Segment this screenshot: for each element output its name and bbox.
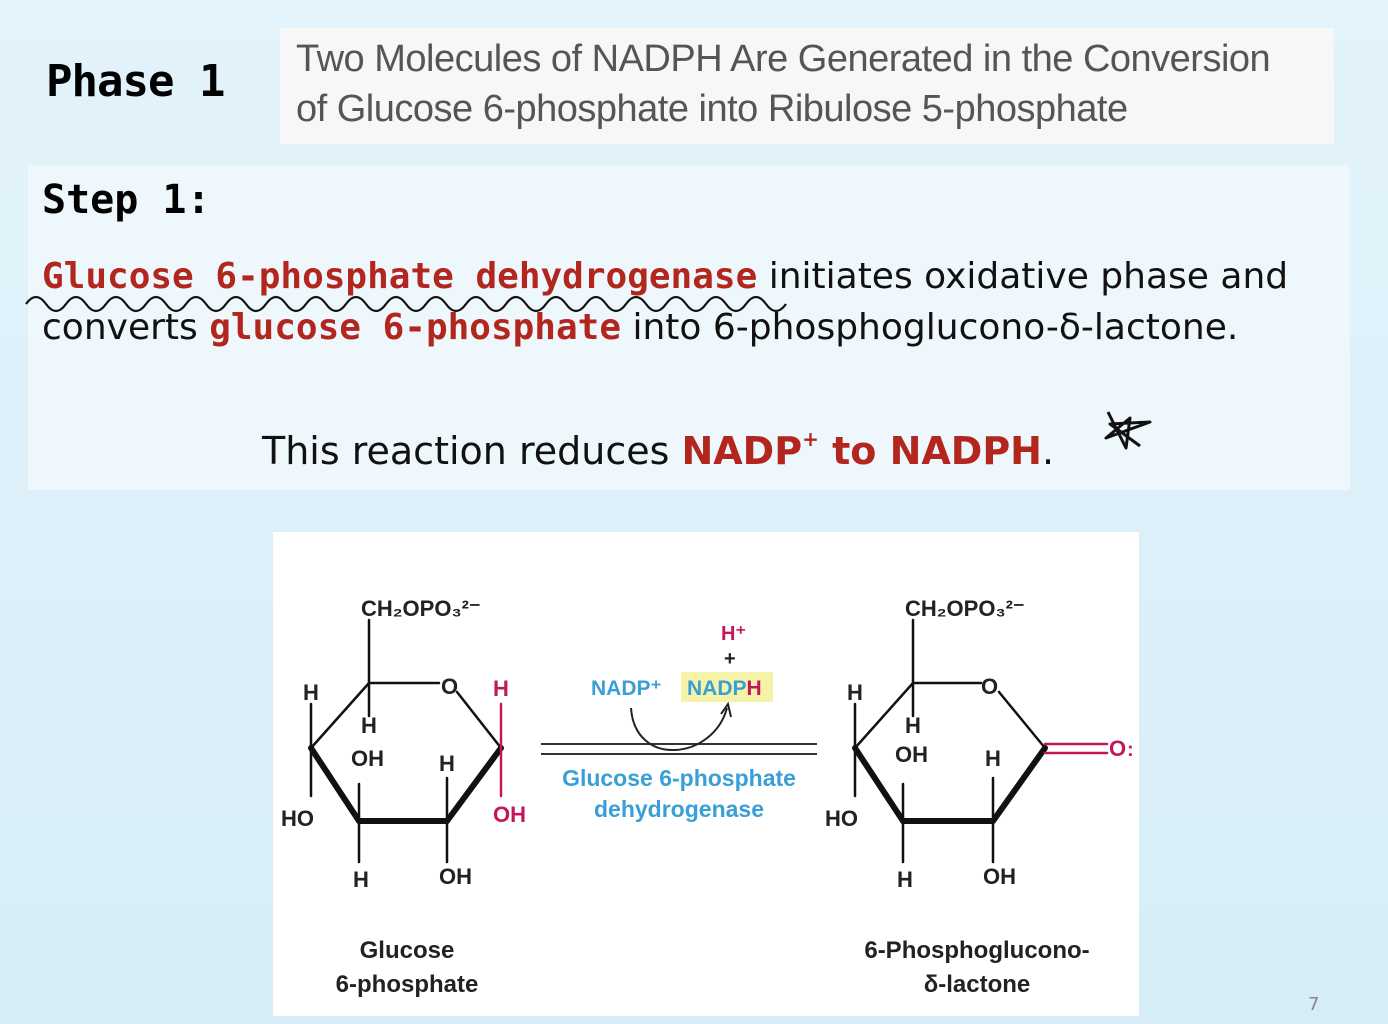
title-box: Two Molecules of NADPH Are Generated in … <box>280 28 1334 144</box>
glucose-name-line-2: 6-phosphate <box>336 971 479 998</box>
lactone-name-line-2: δ-lactone <box>924 971 1031 998</box>
cofactor-curved-arrow <box>630 707 728 751</box>
glucose-labels: CH₂OPO₃²⁻ O H H OH H HO H OH H OH <box>281 596 526 892</box>
nadph-label: NADPH <box>687 677 762 700</box>
atom-h: H <box>847 680 863 705</box>
reaction-diagram: CH₂OPO₃²⁻ O H H OH H HO H OH H OH Glucos… <box>273 532 1139 1016</box>
title-line-2: of Glucose 6-phosphate into Ribulose 5-p… <box>296 88 1128 130</box>
atom-h: H <box>897 867 913 892</box>
lactone-labels: CH₂OPO₃²⁻ O H H OH H HO H OH O : <box>825 596 1134 892</box>
nadp-text: NADP <box>681 429 803 473</box>
carbonyl-oxygen: O <box>1109 736 1126 761</box>
star-annotation <box>1104 411 1152 450</box>
reaction-svg: CH₂OPO₃²⁻ O H H OH H HO H OH H OH Glucos… <box>281 596 1134 998</box>
nadp-charge: + <box>802 427 819 451</box>
ring-oxygen-left: O <box>441 674 458 699</box>
nadph-h: H <box>747 677 762 700</box>
title-line-1: Two Molecules of NADPH Are Generated in … <box>296 38 1271 80</box>
equilibrium-arrow <box>541 743 817 755</box>
enzyme-name: Glucose 6-phosphate dehydrogenase <box>42 256 758 297</box>
atom-h: H <box>439 751 455 776</box>
atom-oh: OH <box>983 864 1016 889</box>
atom-oh: OH <box>439 864 472 889</box>
reaction-note: This reaction reduces NADP+ to NADPH. <box>262 427 1054 473</box>
atom-ho: HO <box>281 806 314 831</box>
reaction-note-text: This reaction reduces <box>262 429 682 473</box>
glucose-6-phosphate-structure <box>308 618 504 864</box>
atom-h: H <box>985 746 1001 771</box>
period: . <box>1041 429 1055 473</box>
enzyme-label-line-2: dehydrogenase <box>594 796 764 822</box>
step-box: Step 1: Glucose 6-phosphate dehydrogenas… <box>28 165 1350 490</box>
atom-oh: OH <box>895 742 928 767</box>
atom-h: H <box>303 680 319 705</box>
plus-sign: + <box>724 648 736 670</box>
atom-oh: OH <box>351 746 384 771</box>
proton-label: H⁺ <box>721 623 746 645</box>
description-part-2: into 6-phosphoglucono-δ-lactone. <box>621 307 1239 348</box>
description-part-1: initiates oxidative phase and converts <box>42 256 1289 348</box>
atom-h: H <box>361 713 377 738</box>
to-nadph-text: to NADPH <box>818 429 1042 473</box>
right-phosphate-group: CH₂OPO₃²⁻ <box>905 596 1025 621</box>
arrowhead-icon <box>720 701 732 718</box>
squiggle-annotation <box>25 295 787 313</box>
nadph-prefix: NADP <box>687 677 747 700</box>
atom-h: H <box>353 867 369 892</box>
atom-h: H <box>905 713 921 738</box>
enzyme-label-line-1: Glucose 6-phosphate <box>562 765 796 791</box>
substrate-name: glucose 6-phosphate <box>209 307 622 348</box>
lone-pair: : <box>1127 739 1134 761</box>
atom-ho: HO <box>825 806 858 831</box>
slide-number: 7 <box>1308 994 1320 1015</box>
ring-oxygen-right: O <box>981 674 998 699</box>
lactone-name-line-1: 6-Phosphoglucono- <box>864 937 1089 964</box>
nadp-plus-label: NADP⁺ <box>591 677 662 700</box>
step-description: Glucose 6-phosphate dehydrogenase initia… <box>42 251 1332 353</box>
left-phosphate-group: CH₂OPO₃²⁻ <box>361 596 481 621</box>
phase-label: Phase 1 <box>46 56 225 107</box>
step-label: Step 1: <box>42 177 211 223</box>
lactone-structure <box>852 618 1109 864</box>
atom-oh-highlight: OH <box>493 802 526 827</box>
nadph-highlight <box>681 672 773 702</box>
atom-h-highlight: H <box>493 676 509 701</box>
glucose-name-line-1: Glucose <box>360 937 455 964</box>
